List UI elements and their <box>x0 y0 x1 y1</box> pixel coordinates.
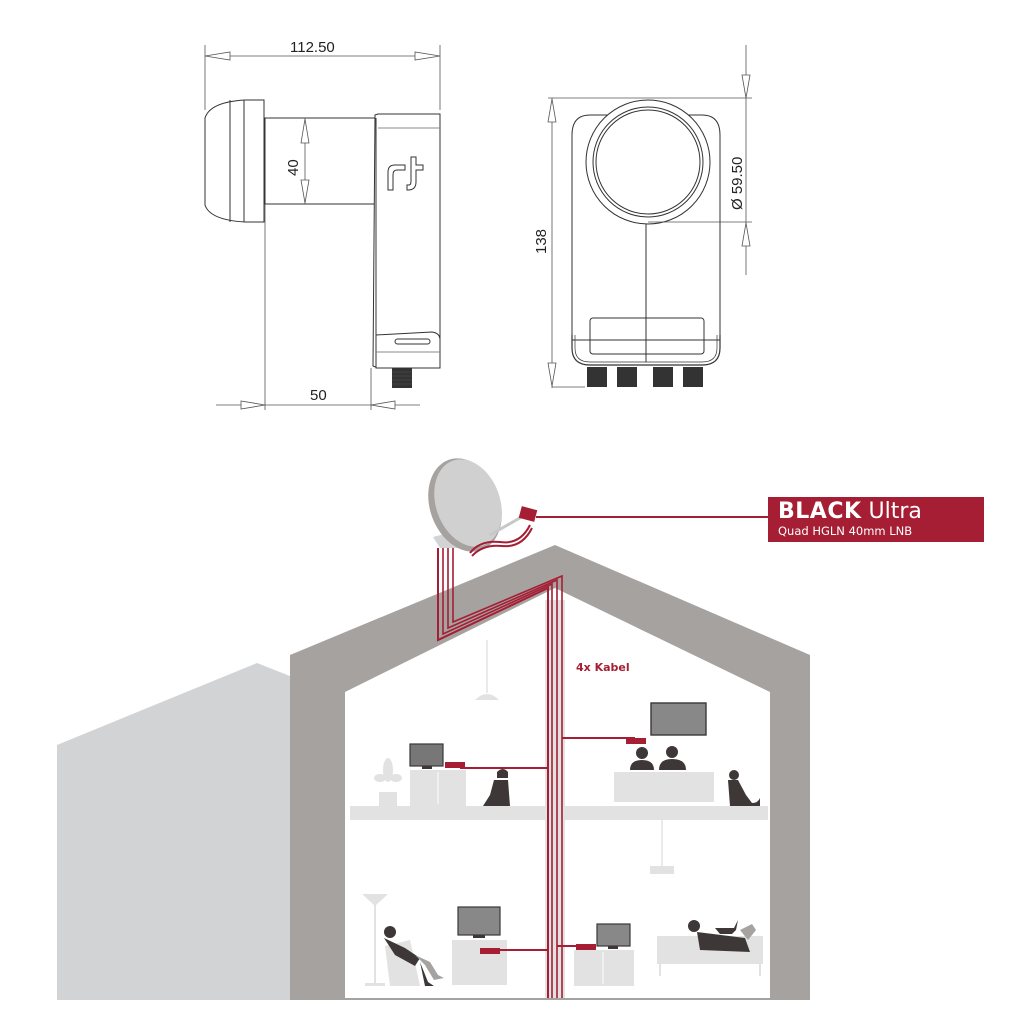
neck-dimension-label: 40 <box>285 159 302 176</box>
diameter-dimension-label: Ø 59.50 <box>729 157 746 210</box>
satellite-dish <box>428 458 538 552</box>
room-upper-left <box>374 743 510 806</box>
room-lower-right <box>574 920 763 986</box>
product-title-light: Ultra <box>868 499 922 524</box>
width-dimension-label: 112.50 <box>290 39 335 56</box>
room-lower-left <box>362 894 507 986</box>
product-subtitle: Quad HGLN 40mm LNB <box>778 524 913 538</box>
cable-count-label: 4x Kabel <box>576 661 630 674</box>
ceiling-lamp-lower <box>650 820 674 874</box>
product-badge: BLACK Ultra Quad HGLN 40mm LNB <box>768 497 984 542</box>
height-dimension-label: 138 <box>533 229 550 254</box>
depth-dimension-label: 50 <box>310 387 327 404</box>
neighbour-house <box>57 663 300 1000</box>
product-title: BLACK Ultra <box>778 500 976 524</box>
lnb-side-view <box>204 45 441 410</box>
ceiling-lamp-upper <box>475 640 499 700</box>
cable-bundle <box>437 524 635 998</box>
lnb-output-connectors <box>587 367 703 387</box>
room-upper-right <box>614 702 760 806</box>
lnb-front-view <box>547 45 752 388</box>
product-title-bold: BLACK <box>778 499 862 524</box>
